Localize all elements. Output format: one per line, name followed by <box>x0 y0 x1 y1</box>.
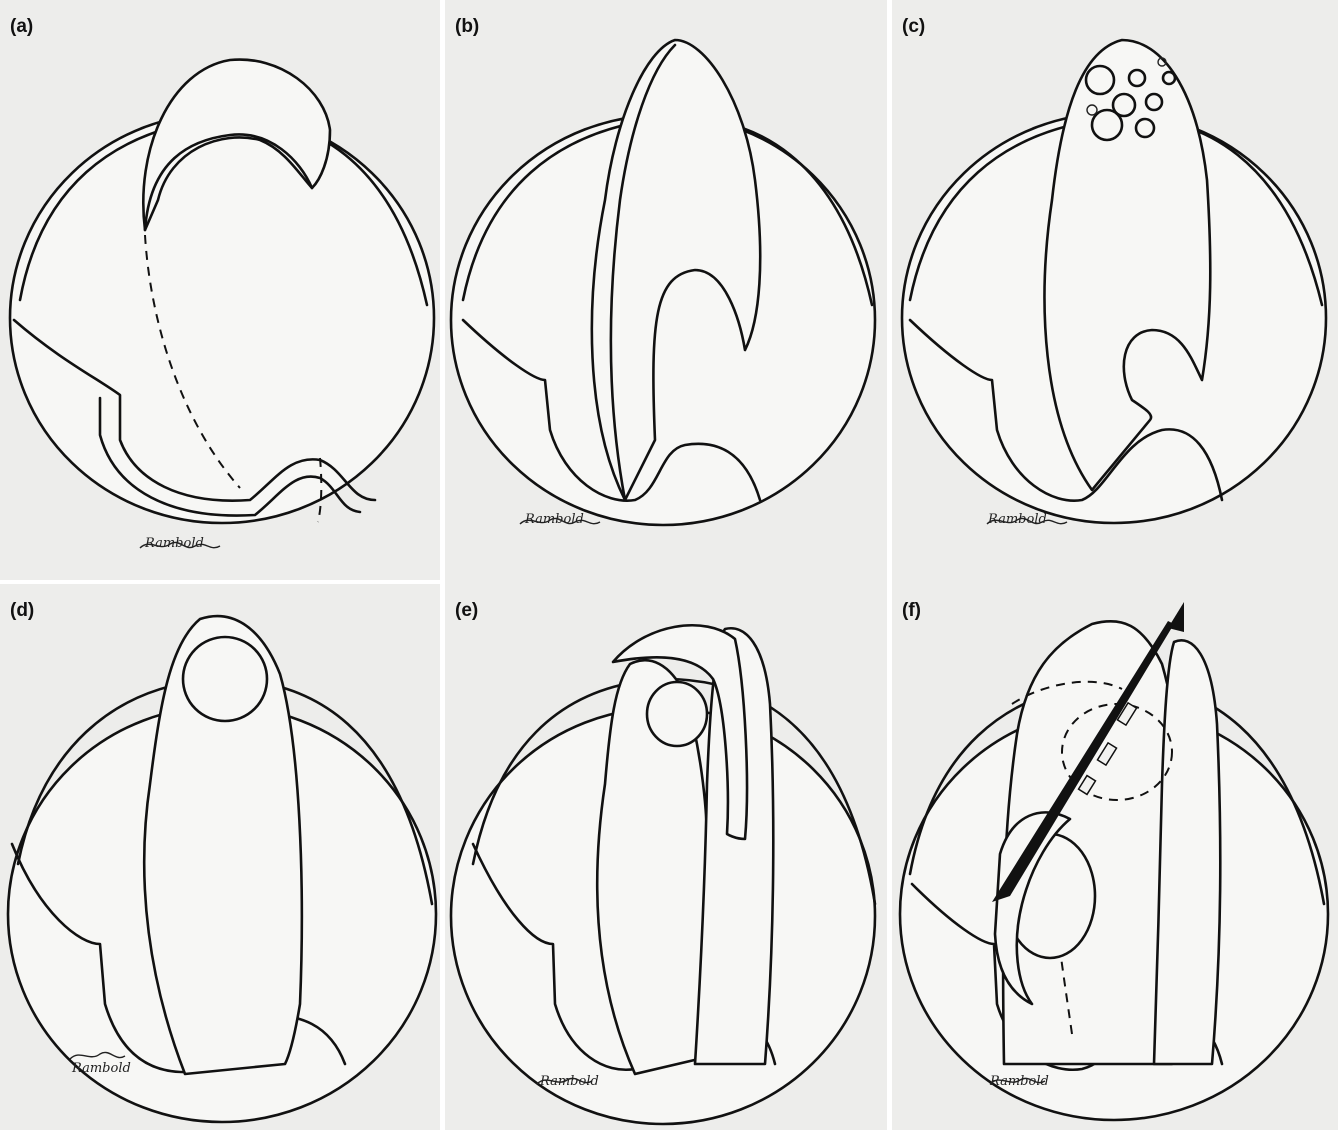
panel-e-signature: Rambold <box>540 1074 599 1089</box>
panel-a: (a) Rambold <box>0 0 440 580</box>
panel-d: (d) Rambold <box>0 584 440 1130</box>
panel-b: (b) Rambold <box>445 0 887 584</box>
panel-a-drawing <box>0 0 440 580</box>
panel-d-signature: Rambold <box>72 1061 131 1076</box>
panel-a-signature: Rambold <box>145 536 204 551</box>
panel-e-label: (e) <box>455 600 478 622</box>
panel-c-label: (c) <box>902 16 925 38</box>
panel-b-signature: Rambold <box>525 512 584 527</box>
panel-f-signature: Rambold <box>990 1074 1049 1089</box>
panel-b-drawing <box>445 0 887 584</box>
panel-e: (e) Rambold <box>445 584 887 1130</box>
panel-d-label: (d) <box>10 600 34 622</box>
panel-c-drawing <box>892 0 1338 584</box>
panel-d-drawing <box>0 584 440 1130</box>
panel-c-signature: Rambold <box>988 512 1047 527</box>
panel-f-label: (f) <box>902 600 921 622</box>
panel-f: (f) Rambold <box>892 584 1338 1130</box>
panel-b-label: (b) <box>455 16 479 38</box>
panel-a-label: (a) <box>10 16 33 38</box>
arrow-head <box>1168 602 1184 632</box>
panel-e-drawing <box>445 584 887 1130</box>
panel-f-drawing <box>892 584 1338 1130</box>
panel-c: (c) Rambold <box>892 0 1338 584</box>
